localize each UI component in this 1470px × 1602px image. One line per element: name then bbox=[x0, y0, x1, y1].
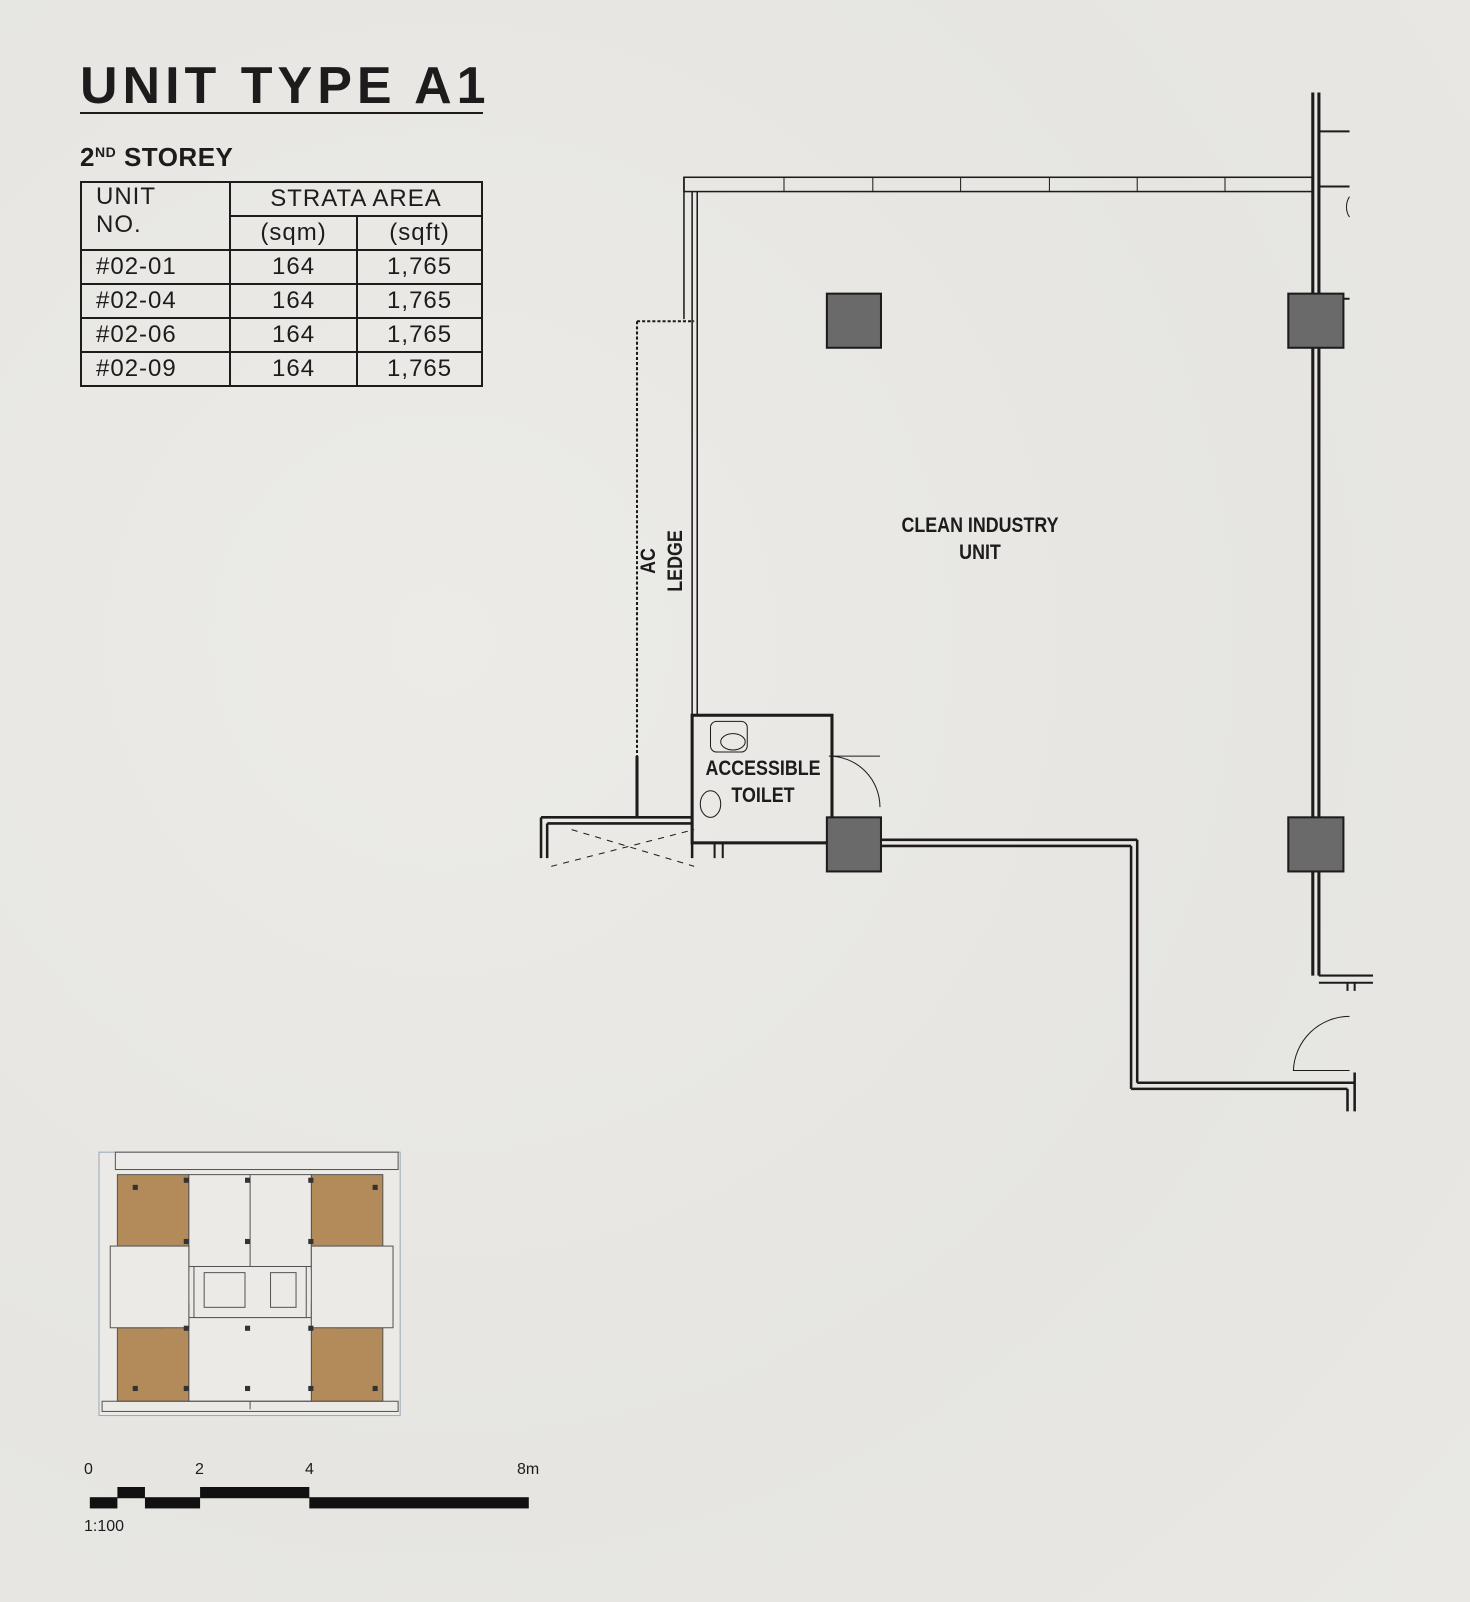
sqm-header: (sqm) bbox=[228, 215, 359, 251]
west-glazing bbox=[683, 177, 698, 716]
scale-tick-8: 8m bbox=[517, 1461, 540, 1478]
north-glazing bbox=[683, 176, 1314, 193]
scale-tick-4: 4 bbox=[305, 1461, 314, 1478]
accessible-toilet bbox=[690, 713, 834, 845]
storey-number: 2 bbox=[80, 142, 95, 172]
ac-ledge-outline bbox=[635, 320, 695, 818]
strata-area-header: STRATA AREA bbox=[229, 181, 483, 217]
title-underline bbox=[80, 112, 483, 114]
east-wall bbox=[1311, 92, 1321, 976]
storey-suffix: ND bbox=[94, 144, 117, 160]
column bbox=[1287, 816, 1345, 873]
scale-tick-0: 0 bbox=[84, 1461, 93, 1478]
key-plan bbox=[98, 1151, 401, 1417]
column bbox=[825, 292, 882, 349]
scale-bar bbox=[89, 1487, 529, 1509]
page-title: UNIT TYPE A1 bbox=[80, 57, 491, 115]
sqft-header: (sqft) bbox=[356, 215, 483, 251]
storey-label: STOREY bbox=[123, 142, 234, 172]
column bbox=[1287, 292, 1345, 349]
scale-tick-2: 2 bbox=[195, 1461, 204, 1478]
storey-heading: 2ND STOREY bbox=[80, 142, 233, 173]
ac-ledge-label: AC LEDGE bbox=[637, 530, 687, 592]
column bbox=[825, 816, 882, 873]
south-wall bbox=[539, 816, 1356, 1112]
scale-ratio: 1:100 bbox=[84, 1518, 125, 1535]
